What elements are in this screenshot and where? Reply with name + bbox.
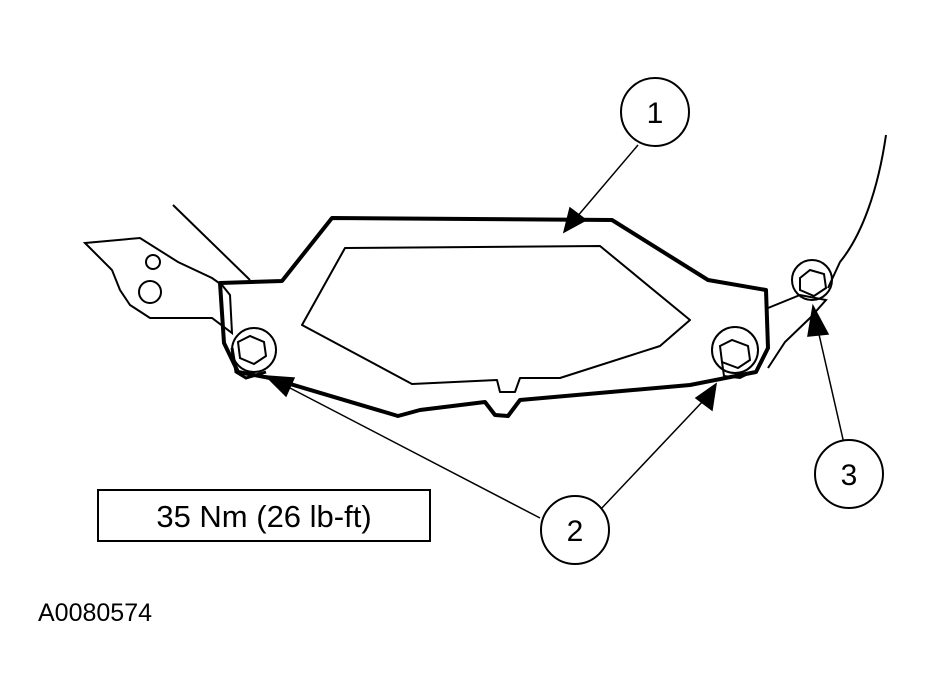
torque-spec-label: 35 Nm (26 lb-ft) — [156, 499, 371, 534]
torque-spec-box: 35 Nm (26 lb-ft) — [97, 489, 431, 542]
item3-bolt — [767, 259, 833, 369]
figure-id: A0080574 — [38, 599, 152, 627]
callout-3: 3 — [814, 439, 884, 509]
callout-1: 1 — [620, 77, 690, 147]
background-structure — [82, 134, 887, 336]
left-bolt — [230, 327, 277, 380]
callout-2: 2 — [540, 495, 610, 565]
callout-2-label: 2 — [567, 515, 584, 548]
callout-3-label: 3 — [841, 459, 858, 492]
bracket — [218, 216, 770, 418]
left-mount-holes — [138, 254, 162, 304]
callout-1-label: 1 — [647, 97, 664, 130]
leader-lines — [264, 144, 846, 519]
right-bolt — [711, 326, 759, 380]
